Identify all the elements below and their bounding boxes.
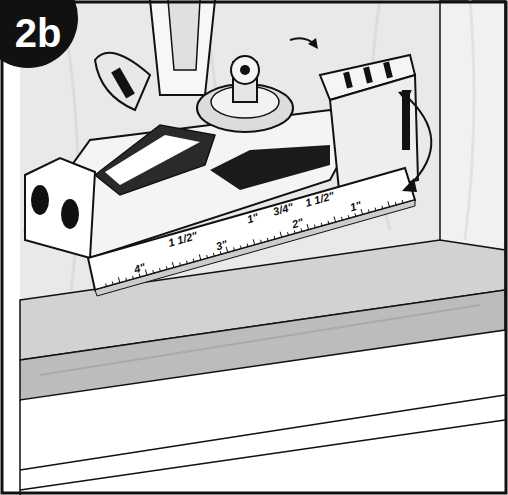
ruler-part-part xyxy=(395,202,397,205)
jig-body-part xyxy=(95,125,215,195)
ruler-part-part xyxy=(253,239,255,245)
ruler-part-part xyxy=(368,210,369,213)
clamp-knob xyxy=(197,56,293,132)
jig-body-part xyxy=(31,185,49,215)
ruler-part-part xyxy=(106,283,107,286)
board-part xyxy=(20,290,505,400)
clamp-handle-part xyxy=(111,68,135,99)
ruler-part-part xyxy=(375,208,376,211)
ruler-part-part xyxy=(274,236,276,239)
ruler-part-part xyxy=(355,213,356,216)
ruler-part-part xyxy=(213,253,214,256)
ruler-part-part xyxy=(321,223,322,226)
ruler-part-part xyxy=(234,247,235,250)
clamp-handle-part xyxy=(150,0,215,95)
ruler-part-part xyxy=(267,238,268,241)
ruler-part-part xyxy=(334,217,336,223)
cabinet-frame-part xyxy=(19,400,21,495)
ruler-part-part xyxy=(314,225,316,228)
rotation-arrows-part xyxy=(308,38,318,49)
ruler-part xyxy=(88,168,415,290)
cabinet-side-part xyxy=(465,0,474,240)
jig-body-part xyxy=(25,158,95,258)
ruler-part-part xyxy=(126,278,127,281)
ruler-part-part xyxy=(402,200,404,203)
jig-body-part xyxy=(210,145,330,190)
clamp-knob-part xyxy=(240,65,250,75)
step-number: 2b xyxy=(15,13,62,53)
clamp-handle-part xyxy=(168,0,200,70)
ruler-part-part xyxy=(199,254,201,260)
ruler-part-part xyxy=(166,266,168,269)
stop-collar-part xyxy=(363,67,373,84)
ruler-part-part xyxy=(160,268,161,271)
rotation-arrows-part xyxy=(405,95,431,185)
ruler-part-part xyxy=(328,221,330,224)
ruler-part-part xyxy=(139,274,141,277)
ruler-part-part xyxy=(152,270,154,273)
ruler-part-part xyxy=(172,262,174,268)
ruler-part-part xyxy=(193,259,194,262)
ruler-part xyxy=(106,200,403,287)
ruler-part-part xyxy=(186,261,188,264)
ruler-part-part xyxy=(348,215,350,218)
ruler-part xyxy=(95,200,415,296)
ruler-part-part xyxy=(206,255,208,258)
ruler-part-part xyxy=(220,251,222,254)
rotation-arrows-part xyxy=(398,90,412,102)
ruler-part-part xyxy=(247,244,248,247)
ruler-part-part xyxy=(341,217,343,220)
jig-body-part xyxy=(61,199,79,229)
ruler xyxy=(88,168,415,296)
ruler-part-part xyxy=(132,276,134,279)
stop-collar-part xyxy=(343,72,353,89)
clamp-handle xyxy=(95,0,215,110)
ruler-part-part xyxy=(280,232,282,238)
ruler-part-part xyxy=(260,240,262,243)
ruler-part-part xyxy=(388,201,390,207)
ruler-part-part xyxy=(381,206,383,209)
stop-collar-part xyxy=(383,62,393,79)
ruler-part-part xyxy=(288,232,289,235)
board-part xyxy=(40,305,480,375)
ruler-part-part xyxy=(118,277,120,283)
ruler-part-part xyxy=(307,224,309,230)
rotation-arrows-part xyxy=(402,178,417,192)
ruler-part-part xyxy=(180,263,181,266)
ruler-part-part xyxy=(240,246,242,249)
jig-body-part xyxy=(105,135,200,185)
cabinet-frame xyxy=(20,395,505,495)
ruler-part-part xyxy=(294,230,296,233)
cabinet-frame-part xyxy=(20,395,505,470)
clamp-handle-part xyxy=(95,53,150,110)
rotation-arrows xyxy=(290,38,431,192)
cabinet-frame-part xyxy=(20,420,505,490)
ruler-part-part xyxy=(112,282,113,285)
ruler-part-part xyxy=(301,228,302,231)
clamp-knob-part xyxy=(231,56,259,84)
